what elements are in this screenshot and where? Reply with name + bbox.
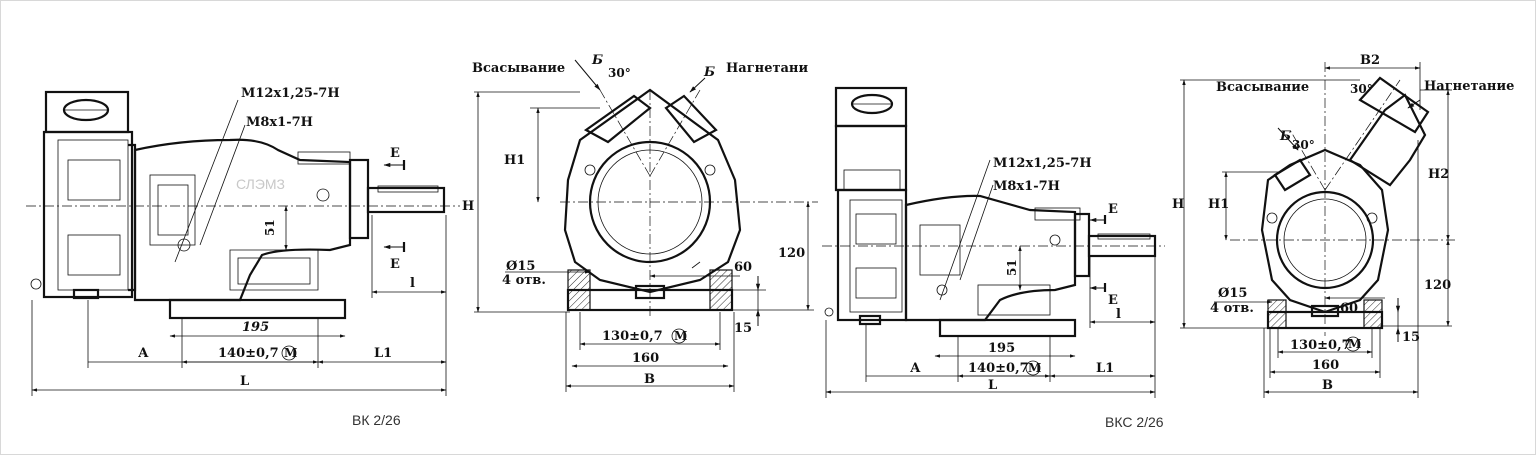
vk-dim-140: 140±0,7 xyxy=(218,346,279,361)
vks-front-h: Н xyxy=(1172,197,1184,212)
vks-dim-l: L xyxy=(988,378,997,393)
vk-section-bottom: Е xyxy=(390,257,400,272)
vks-dim-l1: L1 xyxy=(1096,361,1114,376)
vk-front-tolerance-mark: М xyxy=(674,329,687,343)
vk-thread2-label: М8х1-7Н xyxy=(246,115,313,130)
vk-section-top: Е xyxy=(390,146,400,161)
vk-tolerance-mark: М xyxy=(284,346,297,360)
vk-dim-l: L xyxy=(240,374,249,389)
vk-front-120: 120 xyxy=(778,246,805,261)
vks-dim-l-small: l xyxy=(1116,307,1121,322)
vks-front-120: 120 xyxy=(1424,278,1451,293)
vk-front-130: 130±0,7 xyxy=(602,329,663,344)
vks-front-15: 15 xyxy=(1402,330,1420,345)
vks-front-discharge: Нагнетание xyxy=(1424,79,1514,94)
vk-front-view xyxy=(474,59,818,392)
vks-dim-51: 51 xyxy=(1005,259,1019,276)
vk-dim-195: 195 xyxy=(242,320,269,335)
vks-front-holes-count: 4 отв. xyxy=(1210,301,1254,316)
vks-front-angle: 30° xyxy=(1292,138,1315,152)
vks-front-tolerance-circle xyxy=(1345,336,1361,352)
vk-front-discharge: Нагнетани xyxy=(726,61,808,76)
vk-side-base xyxy=(168,298,347,320)
vks-front-discharge-neck xyxy=(1348,93,1427,187)
vks-section-top: Е xyxy=(1108,202,1118,217)
vks-front-60: 60 xyxy=(1340,301,1358,316)
vk-side-flange xyxy=(42,130,134,299)
vk-front-15: 15 xyxy=(734,321,752,336)
vk-dim-a: А xyxy=(138,346,149,361)
vk-front-60: 60 xyxy=(734,260,752,275)
vk-side-body xyxy=(133,138,352,302)
vk-side-top-box xyxy=(44,90,130,134)
vk-front-160: 160 xyxy=(632,351,659,366)
vk-thread1-label: М12х1,25-7Н xyxy=(241,86,340,101)
vk-front-body xyxy=(563,88,742,294)
vks-tolerance-mark: М xyxy=(1028,361,1041,375)
vks-caption: ВКС 2/26 xyxy=(1105,414,1164,430)
vks-front-angle-top: 30° xyxy=(1350,82,1373,96)
vks-front-view xyxy=(1180,62,1455,398)
vk-front-tolerance-circle xyxy=(671,328,687,344)
vk-caption: ВК 2/26 xyxy=(352,412,401,428)
vk-front-view-b2: Б xyxy=(703,65,715,80)
vk-dim-l-small: l xyxy=(410,276,415,291)
vks-section-bottom: Е xyxy=(1108,293,1118,308)
vk-front-h1: Н1 xyxy=(504,153,525,168)
vk-side-view xyxy=(26,90,460,396)
vks-side-view xyxy=(822,86,1165,398)
vks-front-view-b: Б xyxy=(1279,129,1291,144)
vks-front-b: В xyxy=(1322,378,1333,393)
vks-front-tolerance-mark: М xyxy=(1348,337,1361,351)
vk-front-h: Н xyxy=(462,199,474,214)
vk-front-hole: Ø15 xyxy=(506,259,535,274)
vks-dim-a: А xyxy=(910,361,921,376)
vks-dim-140: 140±0,7 xyxy=(968,361,1029,376)
vks-thread2-label: М8х1-7Н xyxy=(993,179,1060,194)
vk-dim-51: 51 xyxy=(263,219,277,236)
vks-front-h1: Н1 xyxy=(1208,197,1229,212)
vk-front-angle: 30° xyxy=(608,66,631,80)
vks-front-hole: Ø15 xyxy=(1218,286,1247,301)
vks-front-160: 160 xyxy=(1312,358,1339,373)
vk-front-holes-count: 4 отв. xyxy=(502,273,546,288)
vks-tolerance-circle xyxy=(1025,360,1041,376)
vk-front-suction: Всасывание xyxy=(472,61,565,76)
vks-front-130: 130±0,7 xyxy=(1290,338,1351,353)
vks-thread1-label: М12х1,25-7Н xyxy=(993,156,1092,171)
vk-front-view-b1: Б xyxy=(591,53,603,68)
vks-front-b2: В2 xyxy=(1360,53,1380,68)
vks-front-suction: Всасывание xyxy=(1216,80,1309,95)
vk-side-shaft xyxy=(366,186,446,214)
vk-tolerance-circle xyxy=(281,345,297,361)
vk-dim-l1: L1 xyxy=(374,346,392,361)
watermark-logo: СЛЭМЗ xyxy=(236,176,285,192)
vk-front-b: В xyxy=(644,372,655,387)
vks-dim-195: 195 xyxy=(988,341,1015,356)
vks-front-h2: Н2 xyxy=(1428,167,1449,182)
